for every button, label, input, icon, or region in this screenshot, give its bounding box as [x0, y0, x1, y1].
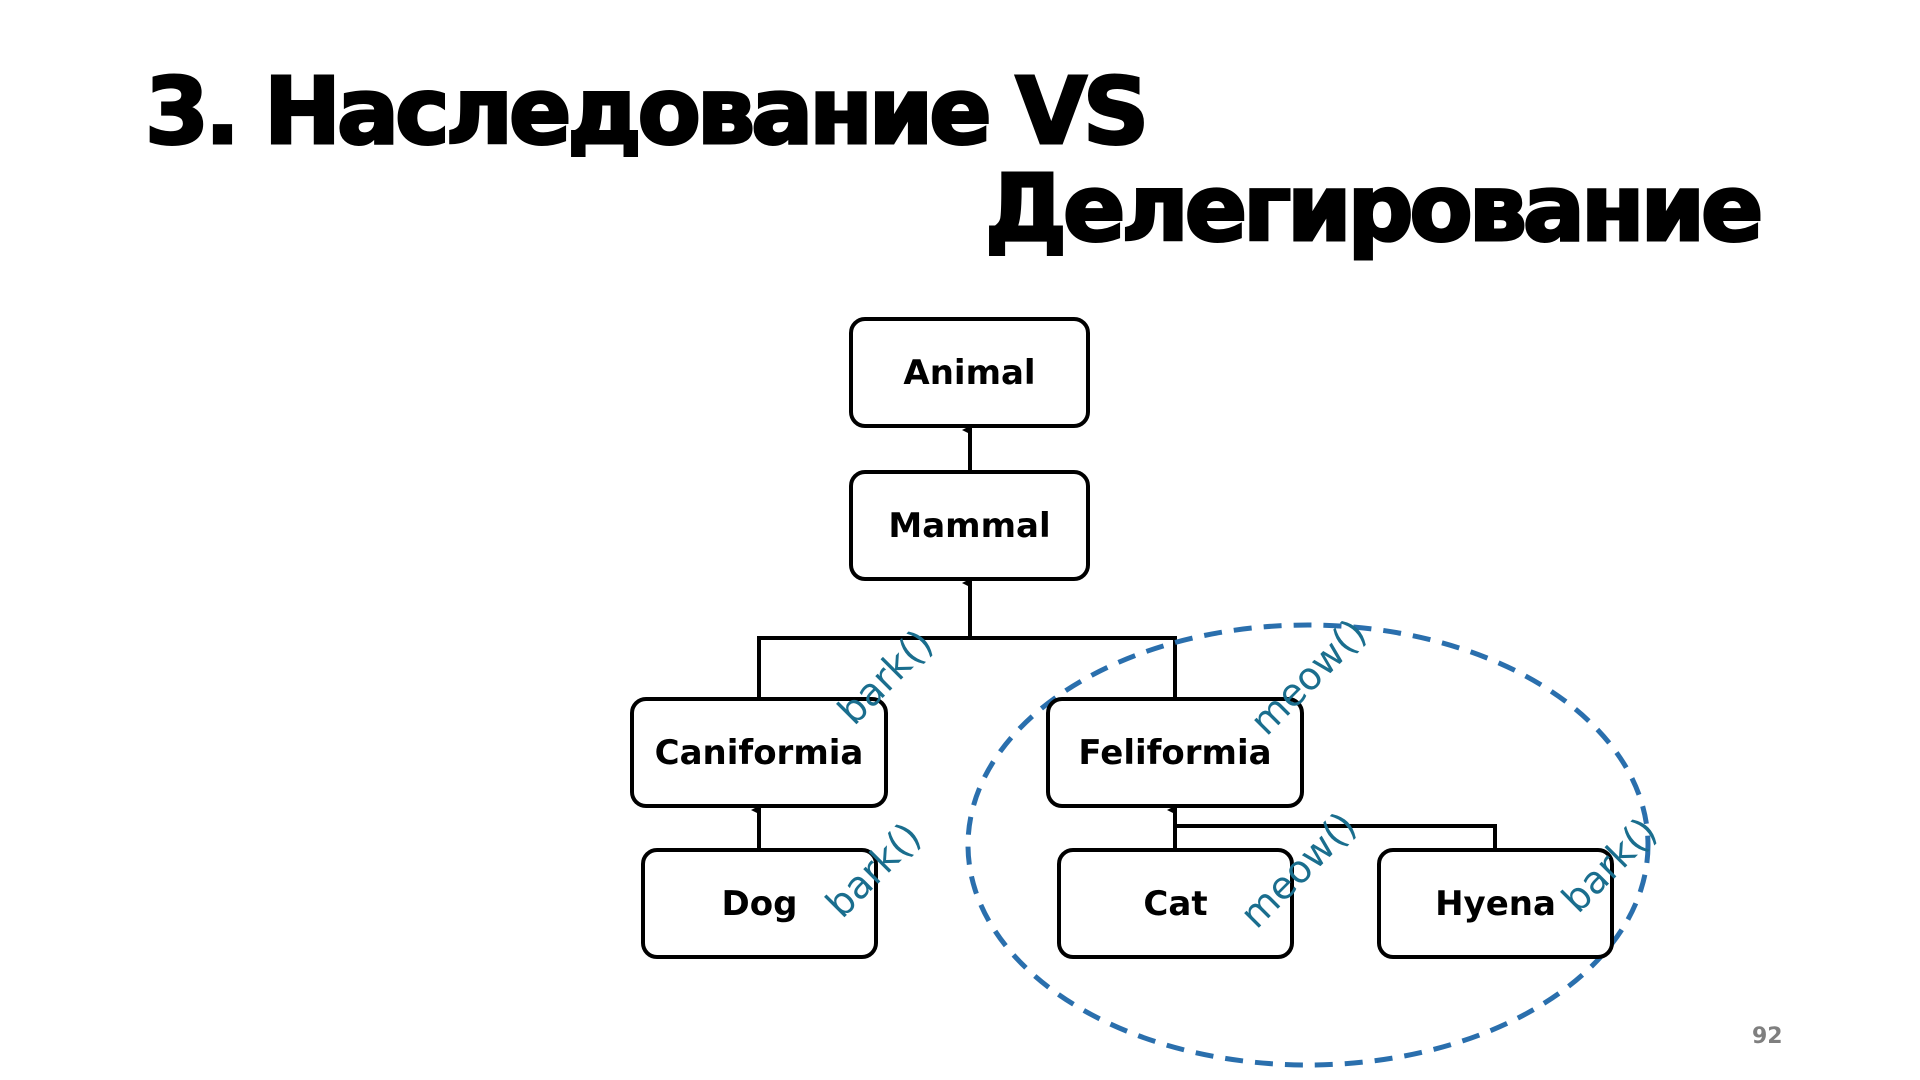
node-caniformia: Caniformia	[630, 697, 888, 808]
node-mammal: Mammal	[849, 470, 1090, 581]
node-hyena: Hyena	[1377, 848, 1614, 959]
node-animal: Animal	[849, 317, 1090, 428]
edge-infraorders-mammal	[757, 636, 1177, 697]
page-number: 92	[1752, 1024, 1783, 1049]
slide-title-line1: 3. Наследование VS	[143, 57, 1150, 167]
slide-title-line2: Делегирование	[983, 154, 1764, 264]
node-cat: Cat	[1057, 848, 1294, 959]
node-dog: Dog	[641, 848, 878, 959]
highlight-ellipse	[965, 622, 1651, 1068]
node-feliformia: Feliformia	[1046, 697, 1304, 808]
